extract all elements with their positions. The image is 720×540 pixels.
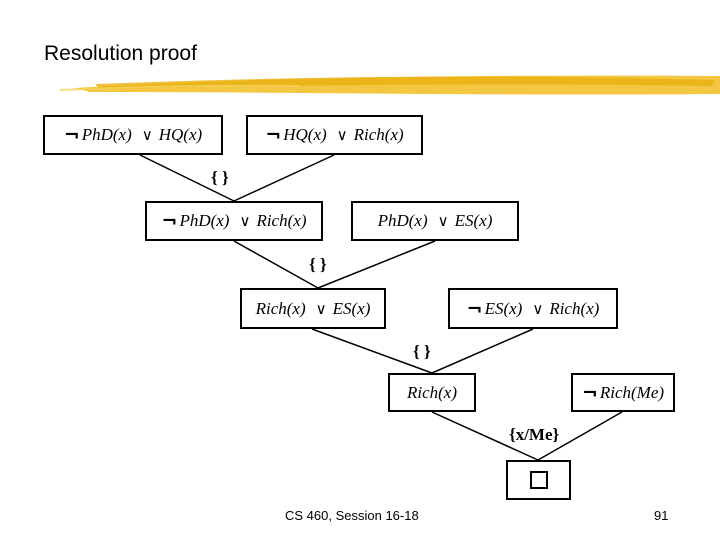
clause-box-1: ¬PhD(x) ∨ HQ(x) [43, 115, 223, 155]
clause-literal: ES(x) [332, 298, 371, 318]
edge-c5-c7 [311, 328, 433, 374]
clause-literal: Rich(x) [353, 125, 404, 144]
or-symbol: ∨ [437, 212, 449, 230]
clause-literal: Rich(x) [406, 382, 458, 402]
or-symbol: ∨ [239, 212, 251, 230]
empty-clause-icon [530, 471, 548, 489]
negation-symbol: ¬ [265, 124, 282, 146]
clause-literal: HQ(x) [158, 125, 203, 144]
clause-box-5: Rich(x) ∨ ES(x) [240, 288, 386, 329]
clause-literal: Rich(Me) [599, 382, 665, 402]
clause-box-4: PhD(x) ∨ ES(x) [351, 201, 519, 241]
yellow-brush-stroke [59, 75, 720, 95]
clause-literal: PhD(x) [377, 211, 428, 230]
edge-c8-empty [537, 411, 623, 461]
substitution-label-4: {x/Me} [509, 425, 560, 444]
clause-literal: ES(x) [484, 298, 523, 318]
clause-literal: PhD(x) [81, 125, 132, 144]
clause-box-6: ¬ES(x) ∨ Rich(x) [448, 288, 618, 329]
clause-literal: Rich(x) [256, 211, 307, 230]
or-symbol: ∨ [141, 126, 153, 144]
edge-c2-c3 [233, 154, 335, 202]
negation-symbol: ¬ [63, 124, 80, 146]
clause-literal: HQ(x) [283, 125, 327, 144]
substitution-label-1: { } [211, 168, 229, 187]
clause-box-3: ¬PhD(x) ∨ Rich(x) [145, 201, 323, 241]
edge-c7-empty [431, 411, 539, 461]
or-symbol: ∨ [336, 126, 348, 144]
empty-clause-box [506, 460, 571, 500]
clause-literal: ES(x) [454, 211, 493, 230]
page-number: 91 [654, 508, 669, 523]
substitution-label-2: { } [309, 255, 327, 274]
substitution-label-3: { } [413, 342, 431, 361]
clause-literal: Rich(x) [255, 298, 306, 318]
edge-c6-c7 [431, 328, 534, 374]
slide-title: Resolution proof [44, 42, 197, 65]
edge-c1-c3 [139, 154, 235, 202]
edge-c3-c5 [233, 240, 319, 289]
or-symbol: ∨ [315, 299, 327, 318]
slide-footer: CS 460, Session 16-18 [285, 508, 419, 523]
clause-box-7: Rich(x) [388, 373, 476, 412]
negation-symbol: ¬ [161, 210, 178, 232]
clause-box-8: ¬Rich(Me) [571, 373, 675, 412]
negation-symbol: ¬ [581, 381, 598, 404]
or-symbol: ∨ [532, 299, 544, 318]
negation-symbol: ¬ [466, 297, 483, 320]
clause-literal: Rich(x) [549, 298, 600, 318]
clause-box-2: ¬HQ(x) ∨ Rich(x) [246, 115, 423, 155]
clause-literal: PhD(x) [179, 211, 230, 230]
edge-c4-c5 [317, 240, 436, 289]
